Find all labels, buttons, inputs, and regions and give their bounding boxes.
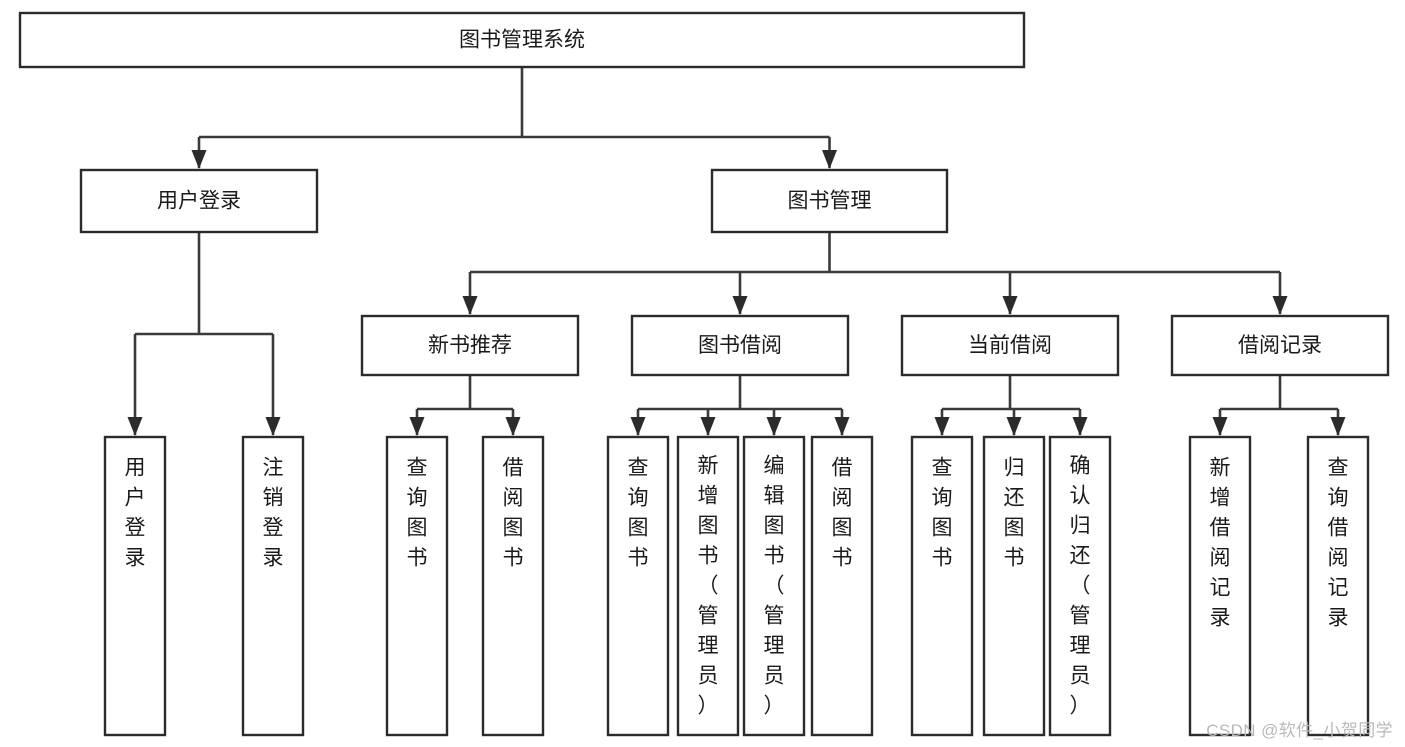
node-leaf-rec-query-box[interactable] <box>385 435 449 737</box>
node-leaf-cur-return[interactable]: 归还图书 <box>982 435 1046 737</box>
node-leaf-user-logout-label: 注销登录 <box>263 457 284 570</box>
arrow-icon-leaf-cur-query <box>934 417 950 436</box>
arrow-icon-leaf-user-logout <box>265 417 281 436</box>
node-user-login-label: 用户登录 <box>157 190 241 213</box>
node-leaf-borrow-lend-box[interactable] <box>810 435 874 737</box>
arrow-icon-leaf-rec-search <box>1330 417 1346 436</box>
node-leaf-borrow-query[interactable]: 查询图书 <box>606 435 670 737</box>
node-borrow-record[interactable]: 借阅记录 <box>1170 314 1390 377</box>
arrow-icon-user-login <box>191 150 207 169</box>
arrow-icon-leaf-borrow-query <box>630 417 646 436</box>
node-book-borrow[interactable]: 图书借阅 <box>630 314 850 377</box>
node-current-borrow-label: 当前借阅 <box>968 334 1052 357</box>
node-leaf-cur-confirm[interactable]: 确认归还（管理员） <box>1048 435 1112 737</box>
node-leaf-cur-return-box[interactable] <box>982 435 1046 737</box>
node-leaf-user-logout[interactable]: 注销登录 <box>241 435 305 737</box>
arrow-icon-book-borrow <box>732 296 748 315</box>
node-leaf-cur-query-box[interactable] <box>910 435 974 737</box>
node-leaf-rec-query-label: 查询图书 <box>407 457 428 570</box>
node-leaf-cur-query[interactable]: 查询图书 <box>910 435 974 737</box>
node-layer: 图书管理系统用户登录图书管理新书推荐图书借阅当前借阅借阅记录用户登录注销登录查询… <box>18 11 1390 737</box>
node-leaf-borrow-lend-label: 借阅图书 <box>832 457 853 570</box>
arrow-icon-leaf-cur-return <box>1006 417 1022 436</box>
arrow-icon-leaf-borrow-lend <box>834 417 850 436</box>
node-root-box[interactable] <box>18 11 1026 69</box>
arrow-icon-leaf-rec-add <box>1212 417 1228 436</box>
node-book-borrow-box[interactable] <box>630 314 850 377</box>
node-leaf-user-login-box[interactable] <box>103 435 167 737</box>
node-new-book-rec-box[interactable] <box>360 314 580 377</box>
node-leaf-rec-search-label: 查询借阅记录 <box>1328 457 1349 630</box>
node-leaf-borrow-query-label: 查询图书 <box>628 457 649 570</box>
node-leaf-borrow-add-label: 新增图书（管理员） <box>698 455 719 718</box>
arrow-icon-leaf-borrow-edit <box>766 417 782 436</box>
node-leaf-user-logout-box[interactable] <box>241 435 305 737</box>
node-leaf-rec-query[interactable]: 查询图书 <box>385 435 449 737</box>
node-leaf-borrow-edit[interactable]: 编辑图书（管理员） <box>742 435 806 737</box>
node-leaf-cur-confirm-label: 确认归还（管理员） <box>1070 455 1091 718</box>
node-borrow-record-box[interactable] <box>1170 314 1390 377</box>
node-user-login-box[interactable] <box>79 168 319 234</box>
node-leaf-rec-add-box[interactable] <box>1188 435 1252 737</box>
arrow-icon-leaf-borrow-add <box>700 417 716 436</box>
node-leaf-user-login-label: 用户登录 <box>125 457 146 570</box>
node-book-manage[interactable]: 图书管理 <box>710 168 949 234</box>
node-leaf-cur-return-label: 归还图书 <box>1004 457 1025 570</box>
connector-layer <box>127 67 1346 436</box>
node-leaf-borrow-edit-label: 编辑图书（管理员） <box>764 455 785 718</box>
arrow-icon-current-borrow <box>1002 296 1018 315</box>
node-leaf-rec-borrow[interactable]: 借阅图书 <box>481 435 545 737</box>
node-leaf-rec-borrow-box[interactable] <box>481 435 545 737</box>
node-leaf-borrow-query-box[interactable] <box>606 435 670 737</box>
arrow-icon-leaf-rec-query <box>409 417 425 436</box>
node-leaf-rec-search-box[interactable] <box>1306 435 1370 737</box>
node-book-manage-box[interactable] <box>710 168 949 234</box>
arrow-icon-new-book-rec <box>462 296 478 315</box>
node-leaf-borrow-add-box[interactable] <box>676 435 740 737</box>
node-current-borrow-box[interactable] <box>900 314 1120 377</box>
node-new-book-rec[interactable]: 新书推荐 <box>360 314 580 377</box>
node-leaf-borrow-add[interactable]: 新增图书（管理员） <box>676 435 740 737</box>
node-leaf-rec-add[interactable]: 新增借阅记录 <box>1188 435 1252 737</box>
node-new-book-rec-label: 新书推荐 <box>428 334 512 357</box>
node-leaf-rec-search[interactable]: 查询借阅记录 <box>1306 435 1370 737</box>
node-book-borrow-label: 图书借阅 <box>698 334 782 357</box>
arrow-icon-book-manage <box>822 150 837 169</box>
arrow-icon-leaf-user-login <box>127 417 143 436</box>
node-borrow-record-label: 借阅记录 <box>1238 334 1322 357</box>
node-leaf-rec-add-label: 新增借阅记录 <box>1210 457 1231 630</box>
arrow-icon-borrow-record <box>1272 296 1288 315</box>
node-root-label: 图书管理系统 <box>459 29 585 52</box>
node-current-borrow[interactable]: 当前借阅 <box>900 314 1120 377</box>
arrow-icon-leaf-rec-borrow <box>505 417 521 436</box>
node-book-manage-label: 图书管理 <box>788 190 872 213</box>
node-leaf-cur-query-label: 查询图书 <box>932 457 953 570</box>
node-leaf-borrow-lend[interactable]: 借阅图书 <box>810 435 874 737</box>
node-leaf-borrow-edit-box[interactable] <box>742 435 806 737</box>
node-user-login[interactable]: 用户登录 <box>79 168 319 234</box>
arrow-icon-leaf-cur-confirm <box>1072 417 1088 436</box>
node-leaf-user-login[interactable]: 用户登录 <box>103 435 167 737</box>
node-leaf-cur-confirm-box[interactable] <box>1048 435 1112 737</box>
node-leaf-rec-borrow-label: 借阅图书 <box>503 457 524 570</box>
node-root[interactable]: 图书管理系统 <box>18 11 1026 69</box>
